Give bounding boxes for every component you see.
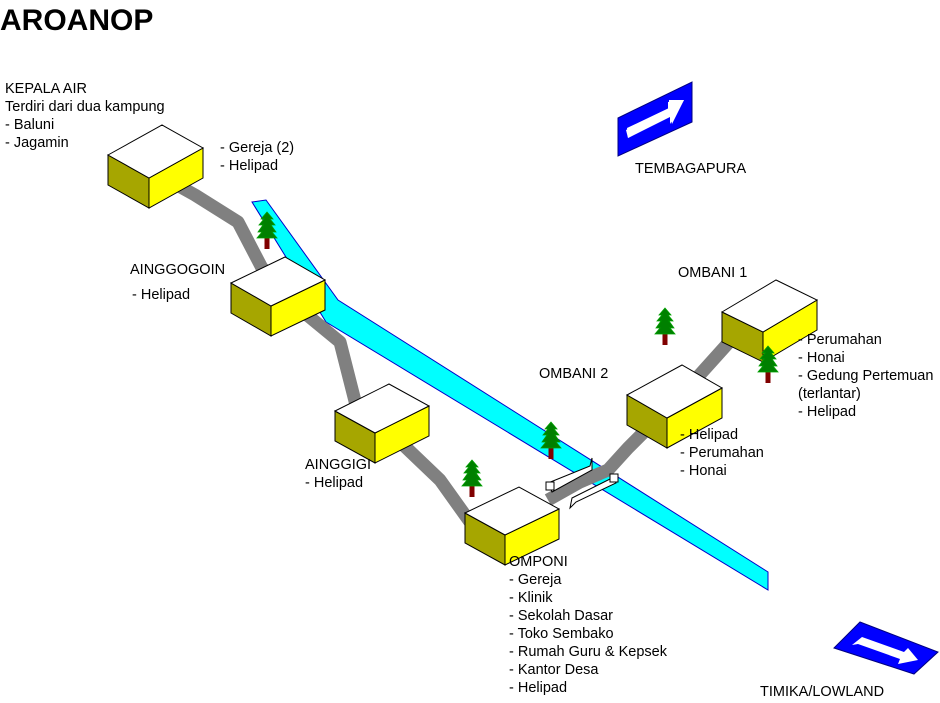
box-top-face	[720, 279, 819, 333]
village-box-ainggigi	[333, 383, 431, 464]
pine-tree-icon	[256, 211, 278, 249]
facility-item: - Kantor Desa	[509, 662, 599, 678]
village-name: KEPALA AIR	[5, 81, 87, 97]
box-top-face	[229, 256, 327, 307]
arrow-right-icon	[833, 621, 939, 675]
tree-foliage	[757, 345, 779, 373]
tree-trunk	[469, 482, 475, 497]
facility-item: - Perumahan	[680, 445, 764, 461]
ainggigi-facilities: - Helipad	[305, 474, 363, 492]
road-network	[164, 174, 745, 535]
village-name: OMPONI	[509, 554, 568, 570]
direction-label-tembagapura: TEMBAGAPURA	[635, 161, 747, 177]
page-title: AROANOP	[0, 4, 154, 37]
box-top-face	[463, 486, 561, 536]
river	[251, 199, 769, 591]
village-box-ainggogoin	[229, 256, 327, 337]
facility-item: - Helipad	[798, 404, 857, 420]
pine-tree-icon	[757, 345, 779, 383]
ombani-1-facilities: - Perumahan - Honai - Gedung Pertemuan (…	[798, 331, 933, 421]
tree-trunk	[264, 234, 270, 249]
facility-item: - Helipad	[305, 475, 364, 491]
kepala-air-label: KEPALA AIR Terdiri dari dua kampung - Ba…	[5, 80, 165, 152]
pine-tree-icon	[654, 307, 676, 345]
ombani-2-name: OMBANI 2	[539, 366, 609, 382]
facility-item: - Honai	[680, 463, 727, 479]
tree-foliage	[256, 211, 278, 239]
facility-item: - Helipad	[680, 427, 739, 443]
tree-foliage	[461, 459, 483, 487]
village-box-omponi	[463, 486, 561, 566]
facility-item: - Toko Sembako	[509, 626, 614, 642]
tree-trunk	[548, 444, 554, 459]
facility-item: - Helipad	[509, 680, 568, 696]
facility-item: - Klinik	[509, 590, 553, 606]
tree-trunk	[765, 368, 771, 383]
bridge-icon	[545, 457, 619, 510]
facility-item: - Rumah Guru & Kepsek	[509, 644, 667, 660]
sub-village: - Jagamin	[5, 135, 69, 151]
facility-item: - Helipad	[132, 287, 191, 303]
box-top-face	[106, 124, 205, 179]
facility-item: - Helipad	[220, 158, 279, 174]
tree-foliage	[540, 421, 562, 449]
ainggogoin-facilities: - Helipad	[132, 286, 190, 304]
sub-village: - Baluni	[5, 117, 55, 133]
tree-trunk	[662, 330, 668, 345]
facility-item: (terlantar)	[798, 386, 861, 402]
tree-foliage	[654, 307, 676, 335]
facility-item: - Perumahan	[798, 332, 882, 348]
ombani-1-name: OMBANI 1	[678, 265, 748, 281]
box-top-face	[333, 383, 431, 434]
omponi-label: OMPONI - Gereja - Klinik - Sekolah Dasar…	[509, 553, 667, 697]
facility-item: - Sekolah Dasar	[509, 608, 613, 624]
pine-tree-icon	[461, 459, 483, 497]
road-omponi-ombani2	[544, 407, 669, 506]
facility-item: - Gereja	[509, 572, 562, 588]
direction-label-timika: TIMIKA/LOWLAND	[760, 684, 885, 700]
facility-item: - Gereja (2)	[220, 140, 295, 156]
box-top-face	[625, 364, 724, 419]
village-note: Terdiri dari dua kampung	[5, 99, 165, 115]
village-box-ombani-2	[625, 364, 724, 449]
kepala-air-facilities: - Gereja (2) - Helipad	[220, 139, 294, 175]
facility-item: - Gedung Pertemuan	[798, 368, 934, 384]
pine-tree-icon	[540, 421, 562, 459]
ainggigi-name: AINGGIGI	[305, 457, 372, 473]
ainggogoin-name: AINGGOGOIN	[130, 262, 226, 278]
village-box-kepala-air	[106, 124, 205, 209]
arrow-right-icon	[617, 81, 693, 157]
facility-item: - Honai	[798, 350, 845, 366]
ombani-2-facilities: - Helipad - Perumahan - Honai	[680, 426, 764, 480]
